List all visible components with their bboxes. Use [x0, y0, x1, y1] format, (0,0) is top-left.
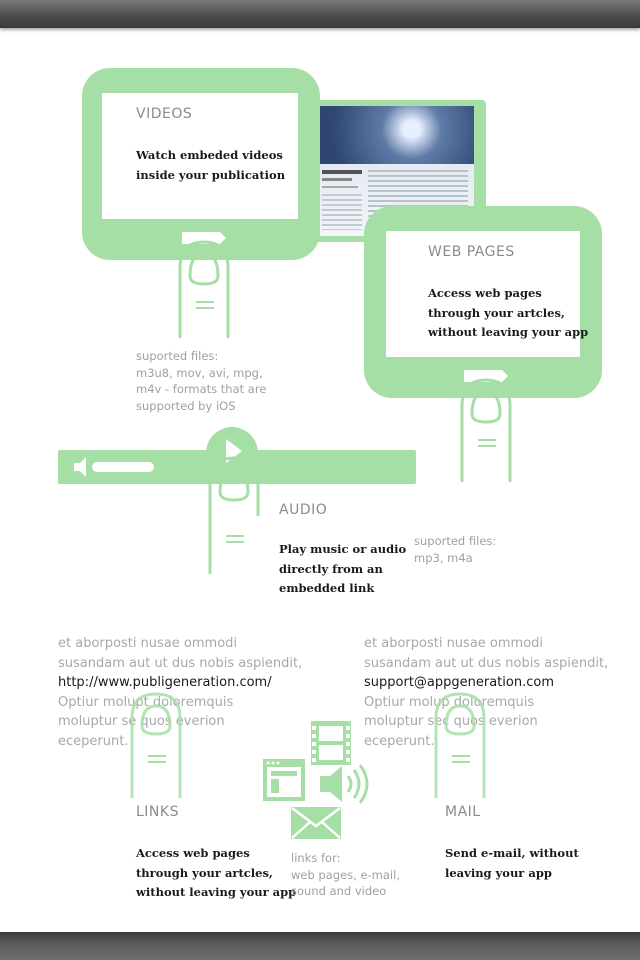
bottom-toolbar: [0, 932, 640, 960]
links-paragraph-line: eceperunt.: [58, 733, 129, 749]
speaker-slider-icon: [74, 457, 154, 477]
links-paragraph-line: et aborposti nusae ommodi: [58, 636, 238, 651]
mail-paragraph-line: susandam aut ut dus nobis aspiendit,: [364, 655, 609, 671]
film-icon: [311, 721, 351, 765]
hand-pointer-icon: [460, 370, 512, 482]
hand-pointer-icon: [178, 232, 230, 338]
mail-paragraph-line: eceperunt.: [364, 733, 435, 749]
videos-description: Watch embeded videos inside your publica…: [136, 148, 286, 182]
links-paragraph-line: susandam aut ut dus nobis aspiendit,: [58, 655, 303, 671]
mail-paragraph: et aborposti nusae ommodi susandam aut u…: [364, 634, 608, 751]
hand-pointer-icon: [130, 692, 182, 798]
links-heading: LINKS: [136, 804, 179, 820]
links-paragraph: et aborposti nusae ommodi susandam aut u…: [58, 634, 302, 751]
web-pages-card: [386, 231, 580, 357]
mail-paragraph-line: et aborposti nusae ommodi: [364, 636, 544, 651]
hand-pointer-icon: [434, 692, 486, 798]
links-paragraph-line: Optiur molupt doloremquis: [58, 694, 234, 710]
videos-heading: VIDEOS: [136, 106, 193, 122]
audio-supported-files: suported files: mp3, m4a: [414, 534, 497, 565]
audio-heading: AUDIO: [279, 502, 328, 518]
mail-paragraph-line: Optiur molup doloremquis: [364, 694, 535, 710]
web-pages-heading: WEB PAGES: [428, 244, 515, 260]
mail-paragraph-line: moluptur sec quos everion: [364, 714, 538, 729]
videos-card: [102, 93, 298, 219]
mail-description: Send e-mail, without leaving your app: [445, 846, 579, 880]
browser-window-icon: [263, 759, 305, 801]
top-toolbar: [0, 0, 640, 28]
web-pages-description: Access web pages through your artcles, w…: [428, 286, 589, 339]
mail-email[interactable]: support@appgeneration.com: [364, 675, 554, 690]
speaker-icon: [320, 764, 369, 804]
audio-description: Play music or audio directly from an emb…: [279, 542, 407, 595]
hand-pointer-icon: [208, 456, 260, 574]
links-description: Access web pages through your artcles, w…: [136, 846, 297, 899]
links-url[interactable]: http://www.publigeneration.com/: [58, 675, 272, 690]
envelope-icon: [291, 807, 341, 839]
videos-supported-files: suported files: m3u8, mov, avi, mpg, m4v…: [136, 349, 267, 413]
mail-heading: MAIL: [445, 804, 481, 820]
links-for-caption: links for: web pages, e-mail, sound and …: [291, 851, 400, 898]
